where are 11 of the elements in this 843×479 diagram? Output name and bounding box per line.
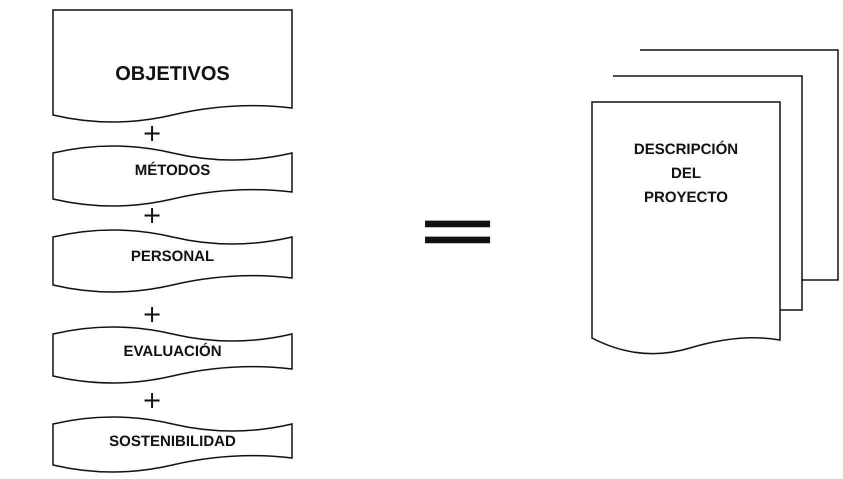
node-label: OBJETIVOS bbox=[115, 62, 230, 86]
plus-sign: + bbox=[142, 302, 162, 326]
node-label: EVALUACIÓN bbox=[123, 343, 222, 361]
node-label: SOSTENIBILIDAD bbox=[109, 433, 236, 451]
node-label: PERSONAL bbox=[130, 248, 214, 266]
equals-sign: = bbox=[414, 190, 502, 270]
plus-sign: + bbox=[142, 203, 162, 227]
plus-sign: + bbox=[142, 388, 162, 412]
node-label: DESCRIPCIÓN DEL PROYECTO bbox=[634, 140, 738, 208]
plus-sign: + bbox=[142, 121, 162, 145]
node-label: MÉTODOS bbox=[134, 162, 210, 180]
